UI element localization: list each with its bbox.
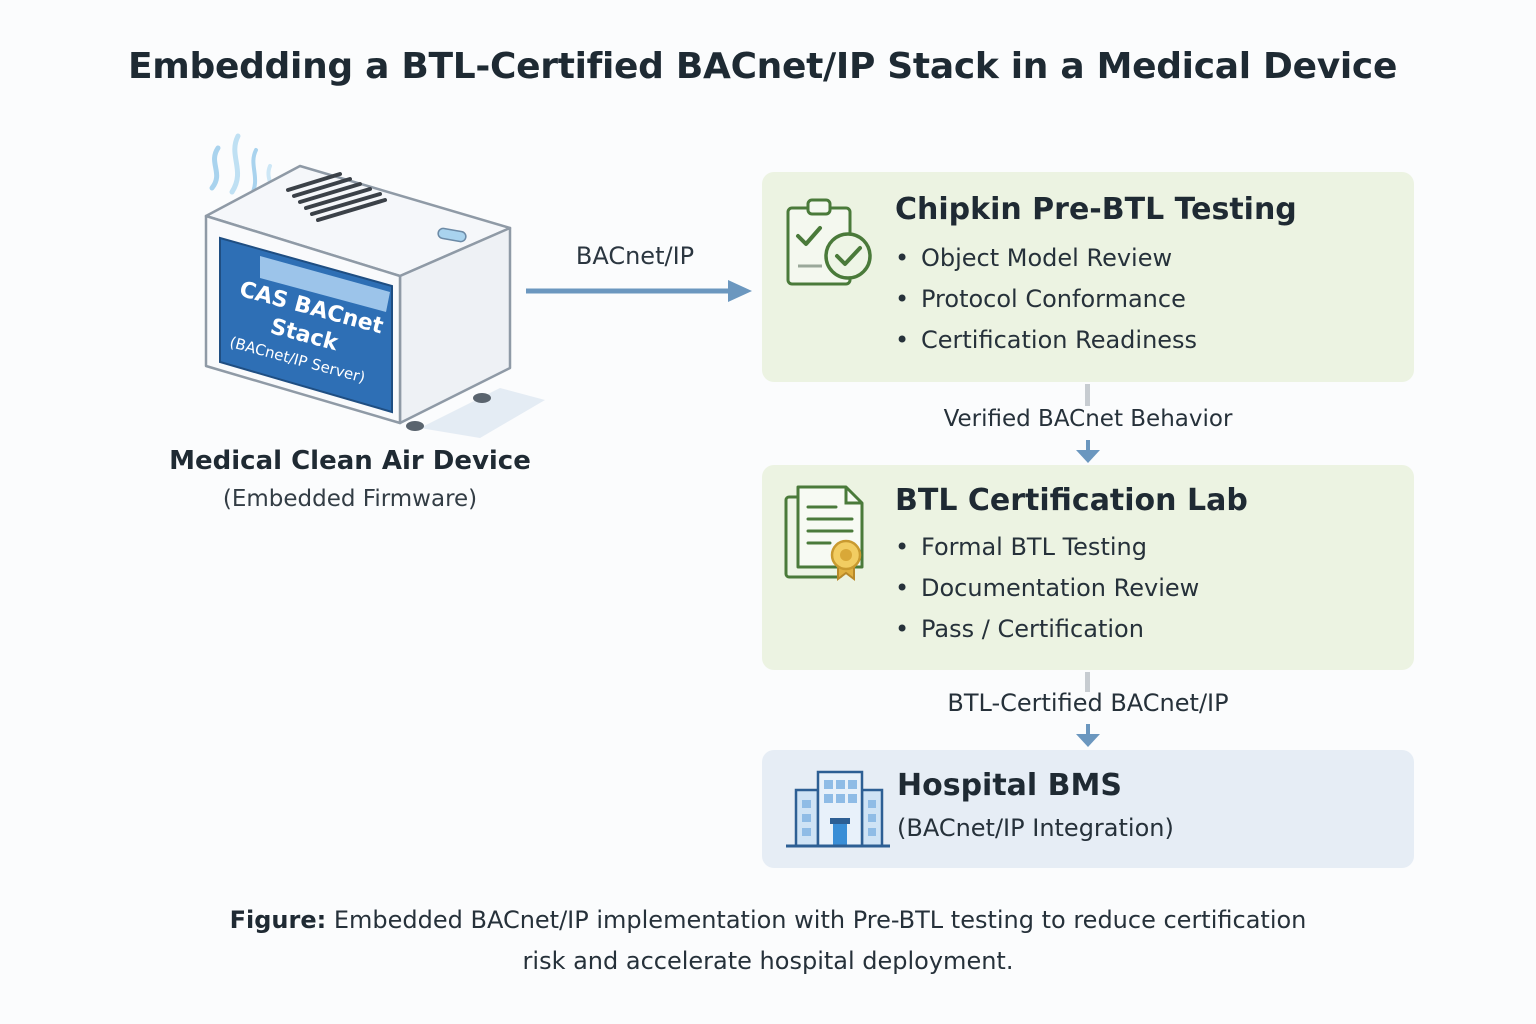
certificate-document-icon [784, 485, 864, 581]
card-btl-certification-lab: BTL Certification Lab Formal BTL Testing… [762, 465, 1414, 670]
caption-text-line2: risk and accelerate hospital deployment. [522, 947, 1014, 975]
hospital-building-icon [786, 770, 890, 848]
card-title: Hospital BMS [897, 768, 1122, 803]
caption-text: Embedded BACnet/IP implementation with P… [326, 906, 1307, 934]
link-label: BACnet/IP [575, 242, 695, 270]
bullet-item: Protocol Conformance [895, 279, 1197, 320]
bullet-item: Formal BTL Testing [895, 527, 1199, 568]
clipboard-check-icon [786, 198, 872, 286]
card-title: Chipkin Pre-BTL Testing [895, 192, 1297, 227]
device-sublabel: (Embedded Firmware) [222, 486, 478, 512]
card-title: BTL Certification Lab [895, 483, 1248, 518]
connector-label: BTL-Certified BACnet/IP [947, 689, 1229, 717]
down-arrow-icon [1076, 440, 1100, 463]
device-label: Medical Clean Air Device [169, 446, 531, 476]
right-arrow-icon [526, 280, 752, 302]
connector-line [1085, 672, 1090, 692]
page-title: Embedding a BTL-Certified BACnet/IP Stac… [128, 46, 1398, 87]
card-pre-btl-testing: Chipkin Pre-BTL Testing Object Model Rev… [762, 172, 1414, 382]
connector-line [1085, 384, 1090, 406]
bullet-item: Certification Readiness [895, 320, 1197, 361]
air-purifier-device-icon: CAS BACnet Stack (BACnet/IP Server) [204, 133, 545, 438]
card-bullets: Formal BTL Testing Documentation Review … [895, 527, 1199, 650]
caption-label: Figure: [229, 906, 327, 934]
bullet-item: Documentation Review [895, 568, 1199, 609]
card-subtitle: (BACnet/IP Integration) [897, 814, 1174, 842]
card-bullets: Object Model Review Protocol Conformance… [895, 238, 1197, 361]
card-hospital-bms: Hospital BMS (BACnet/IP Integration) [762, 750, 1414, 868]
down-arrow-icon [1076, 724, 1100, 747]
bullet-item: Object Model Review [895, 238, 1197, 279]
connector-label: Verified BACnet Behavior [943, 406, 1233, 432]
bullet-item: Pass / Certification [895, 609, 1199, 650]
figure-caption: Figure: Embedded BACnet/IP implementatio… [100, 900, 1436, 982]
